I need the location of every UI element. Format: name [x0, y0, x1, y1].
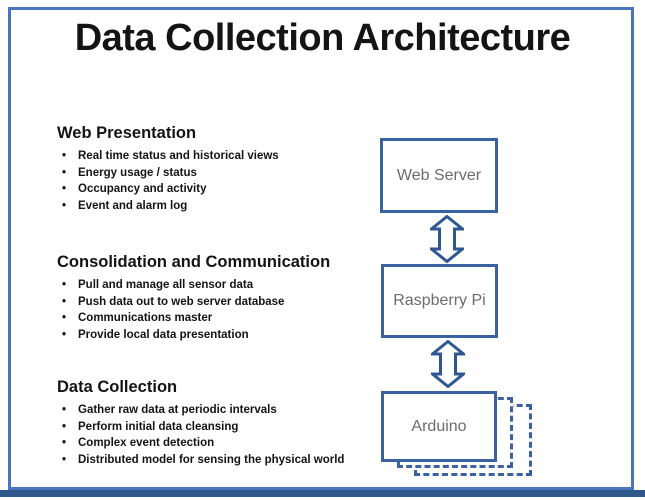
- up-down-arrow-icon: [431, 340, 465, 388]
- bullet-item: Distributed model for sensing the physic…: [57, 452, 392, 469]
- bullet-item: Occupancy and activity: [57, 181, 392, 198]
- slide-border-frame: [8, 7, 634, 490]
- bullet-item: Real time status and historical views: [57, 148, 392, 165]
- bullet-item: Communications master: [57, 310, 392, 327]
- up-down-arrow-icon: [430, 215, 464, 263]
- page-title: Data Collection Architecture: [74, 17, 571, 59]
- bottom-accent-bar: [0, 490, 645, 497]
- node-label: Arduino: [411, 417, 467, 435]
- bullet-item: Energy usage / status: [57, 165, 392, 182]
- bullet-item: Gather raw data at periodic intervals: [57, 402, 392, 419]
- bullet-item: Push data out to web server database: [57, 294, 392, 311]
- section-heading: Consolidation and Communication: [57, 253, 331, 271]
- bullet-list: Pull and manage all sensor data Push dat…: [57, 277, 392, 343]
- bullet-list: Gather raw data at periodic intervals Pe…: [57, 402, 392, 468]
- node-label: Raspberry Pi: [393, 292, 486, 309]
- bullet-item: Provide local data presentation: [57, 327, 392, 344]
- node-web-server: Web Server: [380, 138, 498, 213]
- node-raspberry-pi: Raspberry Pi: [381, 264, 498, 338]
- bullet-list: Real time status and historical views En…: [57, 148, 392, 214]
- node-arduino: Arduino: [381, 391, 497, 462]
- node-label: Web Server: [396, 166, 482, 184]
- bullet-item: Pull and manage all sensor data: [57, 277, 392, 294]
- bullet-item: Complex event detection: [57, 435, 392, 452]
- section-data-collection: Data Collection Gather raw data at perio…: [57, 378, 392, 468]
- section-consolidation-communication: Consolidation and Communication Pull and…: [57, 253, 392, 343]
- section-web-presentation: Web Presentation Real time status and hi…: [57, 124, 392, 214]
- bullet-item: Event and alarm log: [57, 198, 392, 215]
- bullet-item: Perform initial data cleansing: [57, 419, 392, 436]
- section-heading: Web Presentation: [57, 124, 197, 142]
- section-heading: Data Collection: [57, 378, 178, 396]
